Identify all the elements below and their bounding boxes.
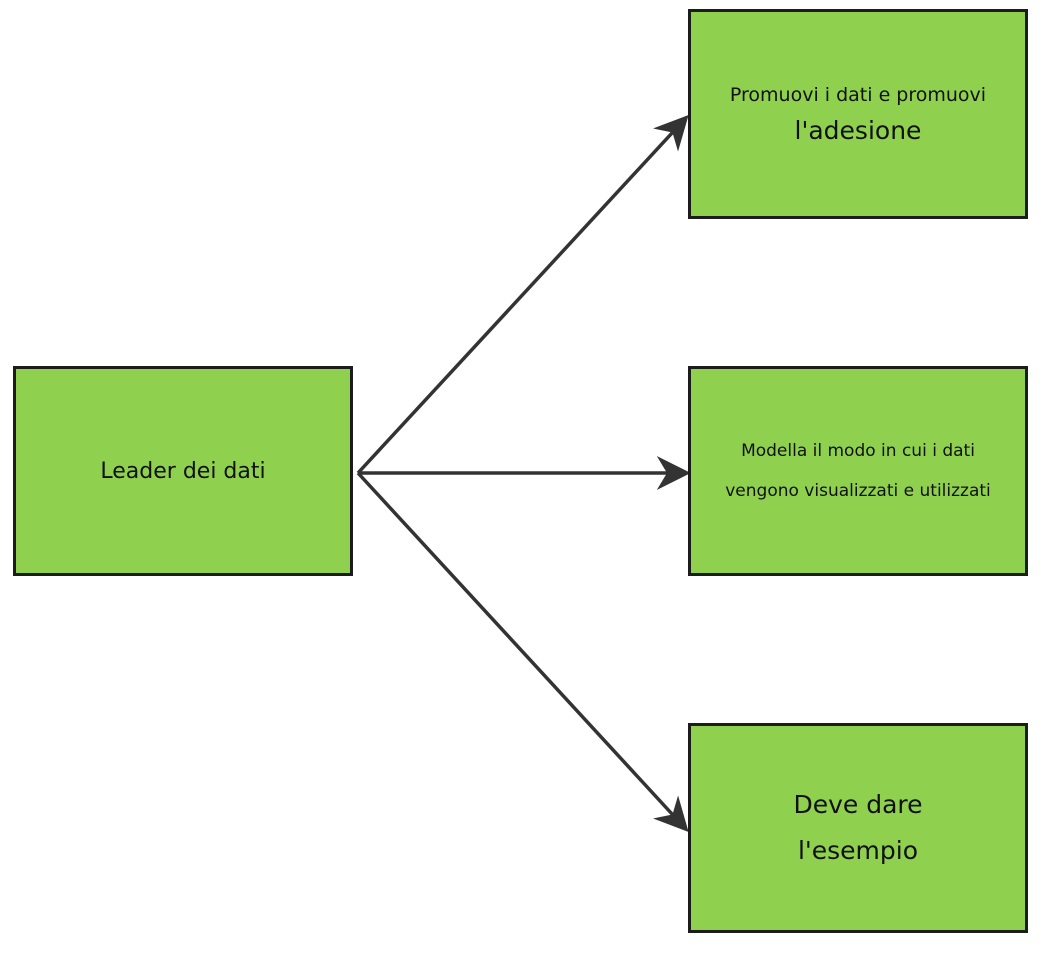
node-label-line2: vengono visualizzati e utilizzati xyxy=(725,481,991,501)
node-label: Leader dei dati xyxy=(100,458,266,484)
node-label-line1: Promuovi i dati e promuovi xyxy=(729,84,987,106)
arrow-to-top xyxy=(356,115,689,475)
node-esempio: Deve dare l'esempio xyxy=(688,723,1028,933)
node-modella: Modella il modo in cui i dati vengono vi… xyxy=(688,366,1028,576)
node-leader-dei-dati: Leader dei dati xyxy=(13,366,353,576)
node-label-line1: Deve dare xyxy=(793,790,923,819)
arrow-to-bottom xyxy=(356,471,689,833)
node-promuovi: Promuovi i dati e promuovi l'adesione xyxy=(688,9,1028,219)
node-label-line1: Modella il modo in cui i dati xyxy=(741,441,975,461)
node-label-line2: l'adesione xyxy=(794,116,922,145)
node-label-line2: l'esempio xyxy=(797,836,919,865)
